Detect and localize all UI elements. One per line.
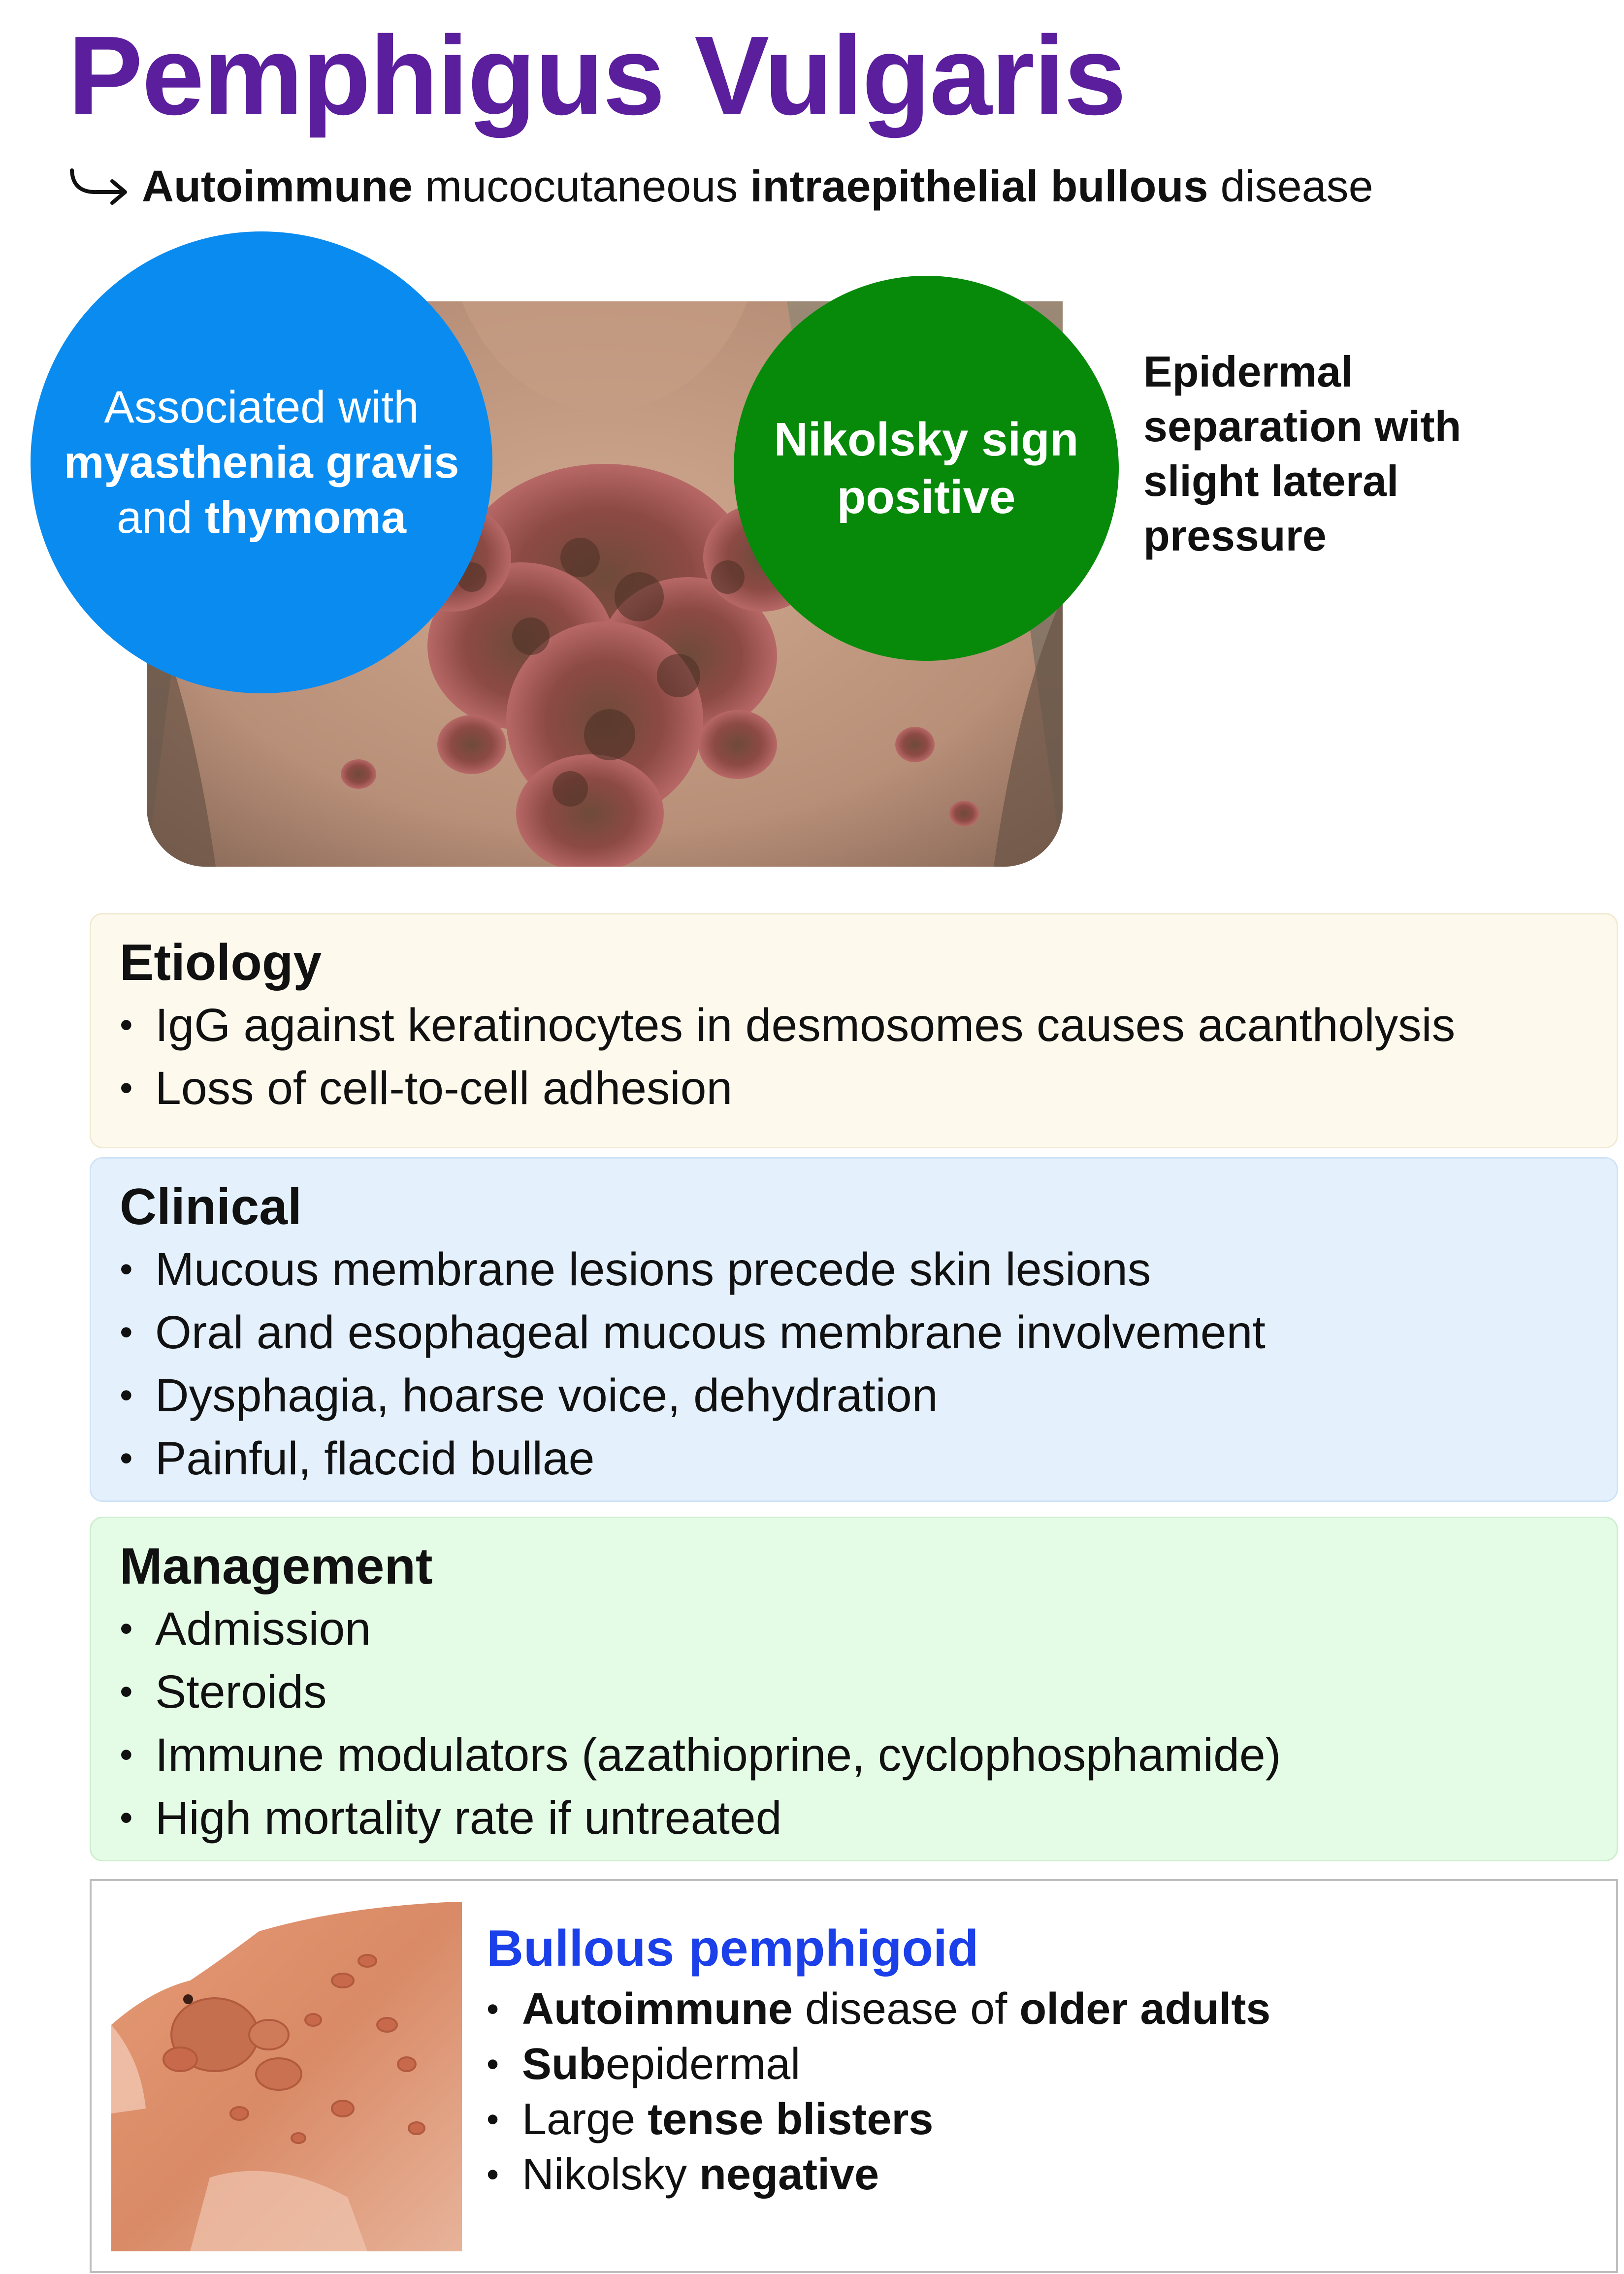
list-item-text: High mortality rate if untreated (155, 1791, 782, 1844)
list-item: • Autoimmune disease of older adults (487, 1982, 1270, 2037)
subtitle-text: Autoimmune mucocutaneous intraepithelial… (142, 162, 1373, 211)
association-line3: and thymoma (116, 492, 407, 543)
subtitle: Autoimmune mucocutaneous intraepithelial… (69, 162, 1373, 211)
management-list: • Admission • Steroids • Immune modulators … (120, 1597, 1617, 1850)
list-item-text: IgG against keratinocytes in desmosomes … (155, 999, 1456, 1051)
bullous-pemphigoid-photo (111, 1902, 462, 2251)
bullet-icon: • (120, 1311, 133, 1353)
bullet-icon: • (120, 1607, 133, 1650)
list-item: • Nikolsky negative (487, 2147, 1270, 2202)
epidermal-note-line: Epidermal (1143, 347, 1353, 396)
list-item-text: Autoimmune disease of older adults (522, 1984, 1271, 2034)
nikolsky-circle: Nikolsky sign positive (734, 276, 1119, 661)
list-item: • Loss of cell-to-cell adhesion (120, 1057, 1617, 1120)
etiology-list: • IgG against keratinocytes in desmosomes… (120, 994, 1617, 1120)
association-circle: Associated with myasthenia gravis and th… (31, 231, 492, 693)
bullet-icon: • (120, 1670, 133, 1713)
management-panel: Management • Admission • Steroids • Immune … (90, 1517, 1618, 1861)
etiology-panel: Etiology • IgG against keratinocytes in d… (90, 913, 1618, 1148)
bullet-icon: • (487, 2100, 499, 2139)
curved-arrow-icon (70, 168, 127, 205)
nikolsky-line1: Nikolsky sign (774, 413, 1079, 466)
list-item-text: Dysphagia, hoarse voice, dehydration (155, 1369, 938, 1422)
list-item-text: Loss of cell-to-cell adhesion (155, 1062, 733, 1114)
epidermal-note-line: pressure (1143, 511, 1327, 560)
bullous-pemphigoid-title: Bullous pemphigoid (487, 1920, 979, 1977)
bullet-icon: • (120, 1067, 133, 1109)
clinical-list: • Mucous membrane lesions precede skin le… (120, 1238, 1617, 1490)
list-item: • Mucous membrane lesions precede skin le… (120, 1238, 1617, 1301)
list-item-text: Admission (155, 1602, 371, 1655)
list-item-text: Large tense blisters (522, 2095, 934, 2144)
association-line1: Associated with (104, 382, 419, 432)
epidermal-separation-note: Epidermal separation with slight lateral… (1143, 345, 1587, 563)
list-item: • Large tense blisters (487, 2092, 1270, 2147)
list-item: • Steroids (120, 1660, 1617, 1723)
page-title: Pemphigus Vulgaris (68, 13, 1126, 138)
bullet-icon: • (487, 1989, 499, 2029)
management-heading: Management (120, 1538, 433, 1595)
bullet-icon: • (120, 1437, 133, 1479)
list-item-text: Mucous membrane lesions precede skin les… (155, 1243, 1151, 1296)
association-line2: myasthenia gravis (64, 437, 459, 487)
list-item: • Immune modulators (azathioprine, cyclop… (120, 1723, 1617, 1787)
list-item-text: Painful, flaccid bullae (155, 1432, 595, 1485)
bullet-icon: • (120, 1374, 133, 1416)
list-item-text: Nikolsky negative (522, 2150, 879, 2199)
bullous-pemphigoid-list: • Autoimmune disease of older adults • Sub… (487, 1982, 1270, 2202)
epidermal-note-line: slight lateral (1143, 456, 1399, 505)
bullet-icon: • (487, 2045, 499, 2084)
list-item: • IgG against keratinocytes in desmosomes… (120, 994, 1617, 1057)
epidermal-note-line: separation with (1143, 401, 1462, 451)
list-item-text: Steroids (155, 1665, 327, 1718)
list-item: • Admission (120, 1597, 1617, 1660)
etiology-heading: Etiology (120, 934, 322, 991)
list-item: • Oral and esophageal mucous membrane inv… (120, 1301, 1617, 1364)
bullet-icon: • (120, 1004, 133, 1046)
list-item: • Dysphagia, hoarse voice, dehydration (120, 1364, 1617, 1427)
list-item: • High mortality rate if untreated (120, 1787, 1617, 1850)
clinical-panel: Clinical • Mucous membrane lesions preced… (90, 1157, 1618, 1502)
list-item: • Painful, flaccid bullae (120, 1427, 1617, 1490)
nikolsky-line2: positive (837, 471, 1016, 523)
clinical-heading: Clinical (120, 1178, 302, 1235)
list-item: • Subepidermal (487, 2037, 1270, 2092)
bullet-icon: • (120, 1248, 133, 1290)
list-item-text: Subepidermal (522, 2040, 801, 2089)
bullet-icon: • (487, 2155, 499, 2194)
bullet-icon: • (120, 1733, 133, 1776)
bullet-icon: • (120, 1796, 133, 1839)
list-item-text: Immune modulators (azathioprine, cycloph… (155, 1728, 1281, 1781)
list-item-text: Oral and esophageal mucous membrane invo… (155, 1306, 1266, 1359)
